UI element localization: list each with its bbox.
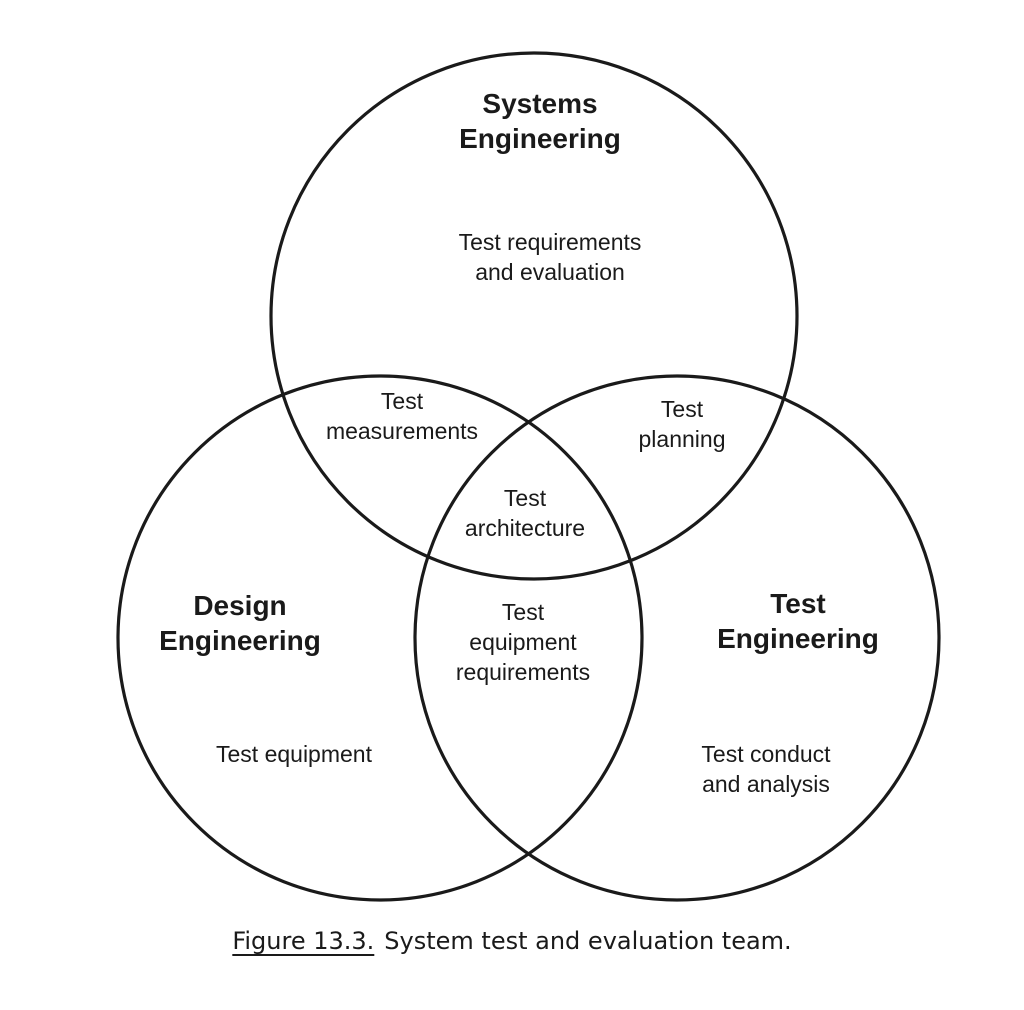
design-engineering-title: Design Engineering <box>159 590 321 656</box>
test-engineering-title: Test Engineering <box>717 588 879 654</box>
design-test-overlap-label: Test equipment requirements <box>455 599 591 685</box>
design-engineering-item: Test equipment <box>216 741 372 767</box>
test-engineering-circle <box>413 374 941 902</box>
design-engineering-circle <box>116 374 644 902</box>
caption-text: System test and evaluation team. <box>384 927 792 955</box>
systems-design-overlap-label: Test measurements <box>325 388 479 444</box>
center-overlap-label: Test architecture <box>464 485 586 541</box>
systems-engineering-title: Systems Engineering <box>459 88 621 154</box>
test-engineering-item: Test conduct and analysis <box>701 741 831 797</box>
systems-test-overlap-label: Test planning <box>638 396 726 452</box>
figure-caption: Figure 13.3. System test and evaluation t… <box>0 924 1024 958</box>
figure-number: Figure 13.3. <box>232 927 375 955</box>
systems-engineering-circle <box>269 51 799 581</box>
systems-engineering-item: Test requirements and evaluation <box>458 229 642 285</box>
